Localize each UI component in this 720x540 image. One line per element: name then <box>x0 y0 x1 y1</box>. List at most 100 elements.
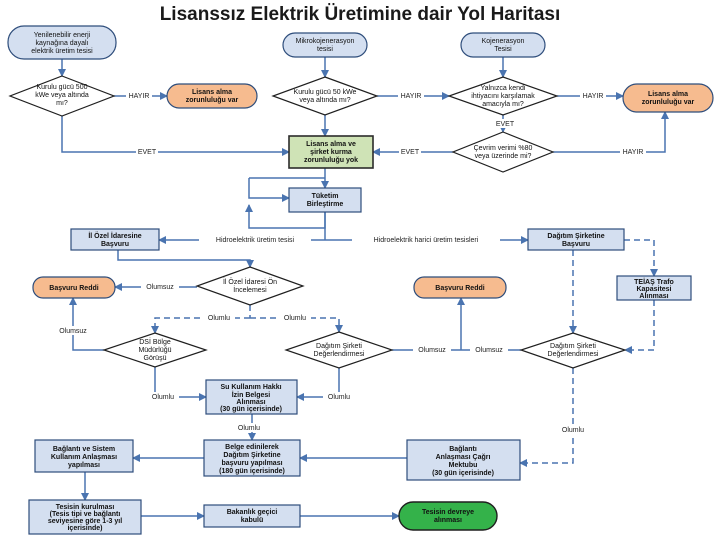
svg-text:Kurulu gücü 50 kWe: Kurulu gücü 50 kWe <box>294 89 357 96</box>
node-license-required-right: Lisans alma zorunluluğu var <box>622 83 714 113</box>
node-license-required-left: Lisans alma zorunluluğu var <box>166 83 258 109</box>
svg-text:(180 gün içerisinde): (180 gün içerisinde) <box>219 468 285 475</box>
edge-labels: HAYIR HAYIR HAYIR HAYIR EVET EVET EVET H… <box>54 91 646 434</box>
svg-text:Kullanım Anlaşması: Kullanım Anlaşması <box>51 454 117 461</box>
svg-text:Birleştirme: Birleştirme <box>307 201 344 208</box>
svg-text:Mikrokojenerasyon: Mikrokojenerasyon <box>296 38 355 45</box>
node-no-license-required: Lisans alma ve şirket kurma zorunluluğu … <box>288 135 374 169</box>
svg-text:ihtiyacını karşılamak: ihtiyacını karşılamak <box>471 93 535 100</box>
label-olumlu-6: Olumlu <box>562 427 584 434</box>
svg-text:kWe veya altında: kWe veya altında <box>35 92 89 99</box>
svg-text:seviyesine göre 1-3 yıl: seviyesine göre 1-3 yıl <box>48 518 122 525</box>
svg-text:kaynağına dayalı: kaynağına dayalı <box>36 40 89 47</box>
label-olumsuz-2: Olumsuz <box>59 328 87 335</box>
svg-text:Belge edinilerek: Belge edinilerek <box>225 444 279 451</box>
svg-text:Dağıtım Şirketi: Dağıtım Şirketi <box>316 343 362 350</box>
svg-text:Alınması: Alınması <box>639 293 668 300</box>
label-hayir-3: HAYIR <box>583 93 604 100</box>
label-olumlu-1: Olumlu <box>208 315 230 322</box>
svg-text:Müdürlüğü: Müdürlüğü <box>138 347 171 354</box>
svg-text:veya altında mı?: veya altında mı? <box>299 97 350 104</box>
svg-text:Tüketim: Tüketim <box>312 193 339 200</box>
node-il-ozel-application: İl Özel İdaresine Başvuru <box>70 228 160 251</box>
svg-text:Kapasitesi: Kapasitesi <box>636 286 671 293</box>
svg-text:(30 gün içerisinde): (30 gün içerisinde) <box>432 470 494 477</box>
svg-text:Tesisin devreye: Tesisin devreye <box>422 509 474 516</box>
node-ministry-acceptance: Bakanlık geçici kabulü <box>203 504 301 528</box>
svg-text:amacıyla mı?: amacıyla mı? <box>482 101 524 108</box>
label-olumlu-5: Olumlu <box>238 425 260 432</box>
svg-text:DSİ Bölge: DSİ Bölge <box>139 337 171 346</box>
svg-text:İl Özel İdaresi Ön: İl Özel İdaresi Ön <box>223 277 277 286</box>
decision-self-consumption: Yalnızca kendi ihtiyacını karşılamak ama… <box>447 76 559 116</box>
svg-text:içerisinde): içerisinde) <box>67 525 102 532</box>
label-olumsuz-1: Olumsuz <box>146 284 174 291</box>
svg-text:Başvuru Reddi: Başvuru Reddi <box>49 285 98 292</box>
node-distribution-application: Dağıtım Şirketine Başvuru <box>527 228 625 251</box>
svg-text:zorunluluğu var: zorunluluğu var <box>186 97 239 104</box>
svg-text:Başvuru: Başvuru <box>101 241 129 248</box>
svg-text:Görüşü: Görüşü <box>144 355 167 362</box>
svg-text:Lisans alma: Lisans alma <box>648 91 688 98</box>
node-consumption-merge: Tüketim Birleştirme <box>288 187 362 213</box>
svg-text:(Tesis tipi ve bağlantı: (Tesis tipi ve bağlantı <box>50 511 121 518</box>
svg-text:Dağıtım Şirketi: Dağıtım Şirketi <box>550 343 596 350</box>
svg-text:veya üzerinde mi?: veya üzerinde mi? <box>475 153 532 160</box>
svg-text:yapılması: yapılması <box>68 462 100 469</box>
label-hayir-1: HAYIR <box>129 93 150 100</box>
label-olumlu-2: Olumlu <box>284 315 306 322</box>
label-olumsuz-3: Olumsuz <box>418 347 446 354</box>
decision-il-ozel-review: İl Özel İdaresi Ön İncelemesi <box>195 266 305 306</box>
svg-text:Alınması: Alınması <box>236 399 265 406</box>
svg-text:Değerlendirmesi: Değerlendirmesi <box>548 351 599 358</box>
label-hayir-4: HAYIR <box>623 149 644 156</box>
svg-text:Yalnızca kendi: Yalnızca kendi <box>480 85 525 92</box>
node-commissioning: Tesisin devreye alınması <box>398 501 498 531</box>
node-facility-installation: Tesisin kurulması (Tesis tipi ve bağlant… <box>28 499 142 535</box>
svg-text:Değerlendirmesi: Değerlendirmesi <box>314 351 365 358</box>
node-connection-system-agreement: Bağlantı ve Sistem Kullanım Anlaşması ya… <box>34 439 134 473</box>
svg-text:Dağıtım Şirketine: Dağıtım Şirketine <box>223 452 280 459</box>
svg-text:Başvuru: Başvuru <box>562 241 590 248</box>
svg-text:Dağıtım Şirketine: Dağıtım Şirketine <box>547 233 604 240</box>
decision-distribution-eval-right: Dağıtım Şirketi Değerlendirmesi <box>519 332 627 369</box>
node-connection-call-letter: Bağlantı Anlaşması Çağrı Mektubu (30 gün… <box>406 439 521 481</box>
svg-text:Başvuru Reddi: Başvuru Reddi <box>435 285 484 292</box>
label-evet-3: EVET <box>496 121 515 128</box>
svg-text:Lisans alma ve: Lisans alma ve <box>306 141 356 148</box>
svg-text:İzin Belgesi: İzin Belgesi <box>232 391 271 399</box>
node-renewable: Yenilenebilir enerji kaynağına dayalı el… <box>7 25 117 60</box>
svg-text:kabulü: kabulü <box>241 517 264 524</box>
decision-micro-capacity: Kurulu gücü 50 kWe veya altında mı? <box>271 76 379 116</box>
svg-text:Tesisi: Tesisi <box>494 46 512 53</box>
svg-text:zorunluluğu var: zorunluluğu var <box>642 99 695 106</box>
label-hidro-harici: Hidroelektrik harici üretim tesisleri <box>374 237 479 244</box>
svg-text:Kurulu gücü 500: Kurulu gücü 500 <box>37 84 88 91</box>
label-hayir-2: HAYIR <box>401 93 422 100</box>
label-evet-1: EVET <box>138 149 157 156</box>
node-water-use-permit: Su Kullanım Hakkı İzin Belgesi Alınması … <box>205 379 298 415</box>
svg-text:Bakanlık geçici: Bakanlık geçici <box>227 509 278 516</box>
node-document-application: Belge edinilerek Dağıtım Şirketine başvu… <box>203 439 301 477</box>
label-evet-2: EVET <box>401 149 420 156</box>
svg-text:başvuru yapılması: başvuru yapılması <box>221 460 282 467</box>
svg-text:mı?: mı? <box>56 100 68 107</box>
label-olumlu-3: Olumlu <box>152 394 174 401</box>
node-rejection-left: Başvuru Reddi <box>32 276 116 299</box>
node-rejection-middle: Başvuru Reddi <box>413 276 507 299</box>
svg-text:Mektubu: Mektubu <box>449 462 478 469</box>
node-micro: Mikrokojenerasyon tesisi <box>282 32 368 58</box>
svg-text:Bağlantı: Bağlantı <box>449 446 477 453</box>
decision-dsi-opinion: DSİ Bölge Müdürlüğü Görüşü <box>102 332 208 368</box>
label-olumsuz-4: Olumsuz <box>475 347 503 354</box>
svg-text:alınması: alınması <box>434 517 462 524</box>
svg-text:(30 gün içerisinde): (30 gün içerisinde) <box>220 406 282 413</box>
decision-renewable-capacity: Kurulu gücü 500 kWe veya altında mı? <box>8 75 116 117</box>
svg-text:İncelemesi: İncelemesi <box>233 285 267 294</box>
svg-text:şirket kurma: şirket kurma <box>310 149 352 156</box>
node-cogen: Kojenerasyon Tesisi <box>460 32 546 58</box>
svg-text:Kojenerasyon: Kojenerasyon <box>482 38 525 45</box>
svg-text:Lisans alma: Lisans alma <box>192 89 232 96</box>
decision-efficiency: Çevrim verimi %80 veya üzerinde mi? <box>451 131 555 173</box>
